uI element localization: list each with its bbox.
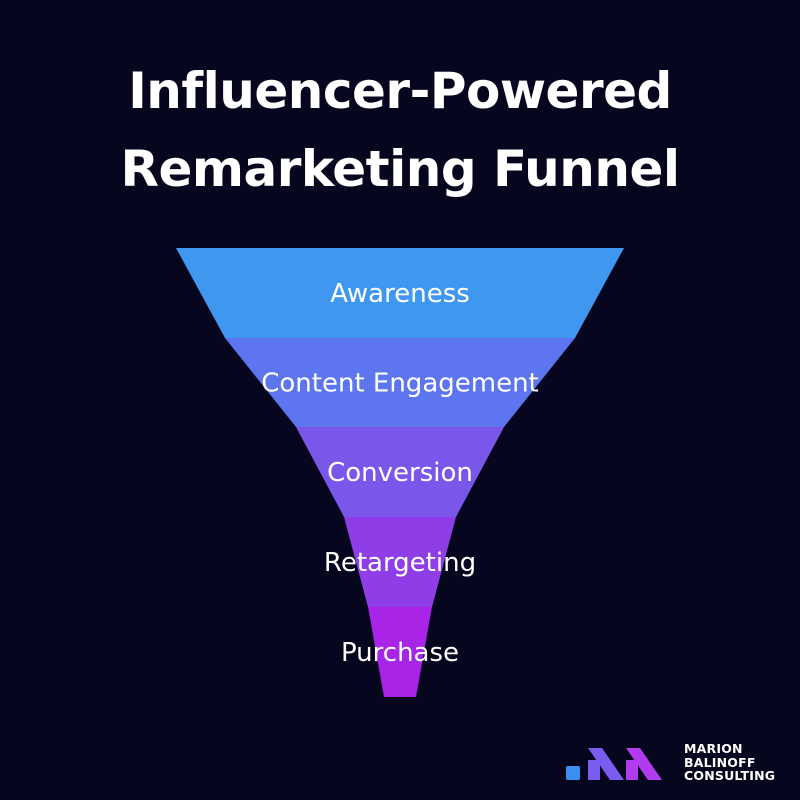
funnel-stage-label-1: Awareness bbox=[330, 279, 470, 309]
funnel-stage-1 bbox=[176, 248, 624, 338]
funnel-stage-2 bbox=[225, 338, 575, 427]
page-title: Influencer-Powered Remarketing Funnel bbox=[0, 52, 800, 208]
brand-name-line-1: MARION bbox=[684, 741, 743, 756]
brand-name: MARION BALINOFF CONSULTING bbox=[684, 742, 775, 783]
funnel-stage-label-5: Purchase bbox=[341, 638, 459, 668]
funnel-stage-5 bbox=[368, 607, 432, 697]
funnel-stage-label-4: Retargeting bbox=[324, 548, 476, 578]
brand-name-line-3: CONSULTING bbox=[684, 768, 776, 783]
title-line-1: Influencer-Powered bbox=[128, 62, 672, 120]
funnel-stage-4 bbox=[344, 517, 456, 607]
brand-mark-icon bbox=[566, 748, 662, 780]
title-line-2: Remarketing Funnel bbox=[120, 140, 680, 198]
brand-name-line-2: BALINOFF bbox=[684, 754, 756, 770]
funnel-stage-label-2: Content Engagement bbox=[261, 369, 539, 399]
funnel-stage-3 bbox=[296, 427, 504, 517]
brand-logo: MARION BALINOFF CONSULTING bbox=[566, 742, 796, 786]
funnel-stage-label-3: Conversion bbox=[327, 458, 473, 488]
